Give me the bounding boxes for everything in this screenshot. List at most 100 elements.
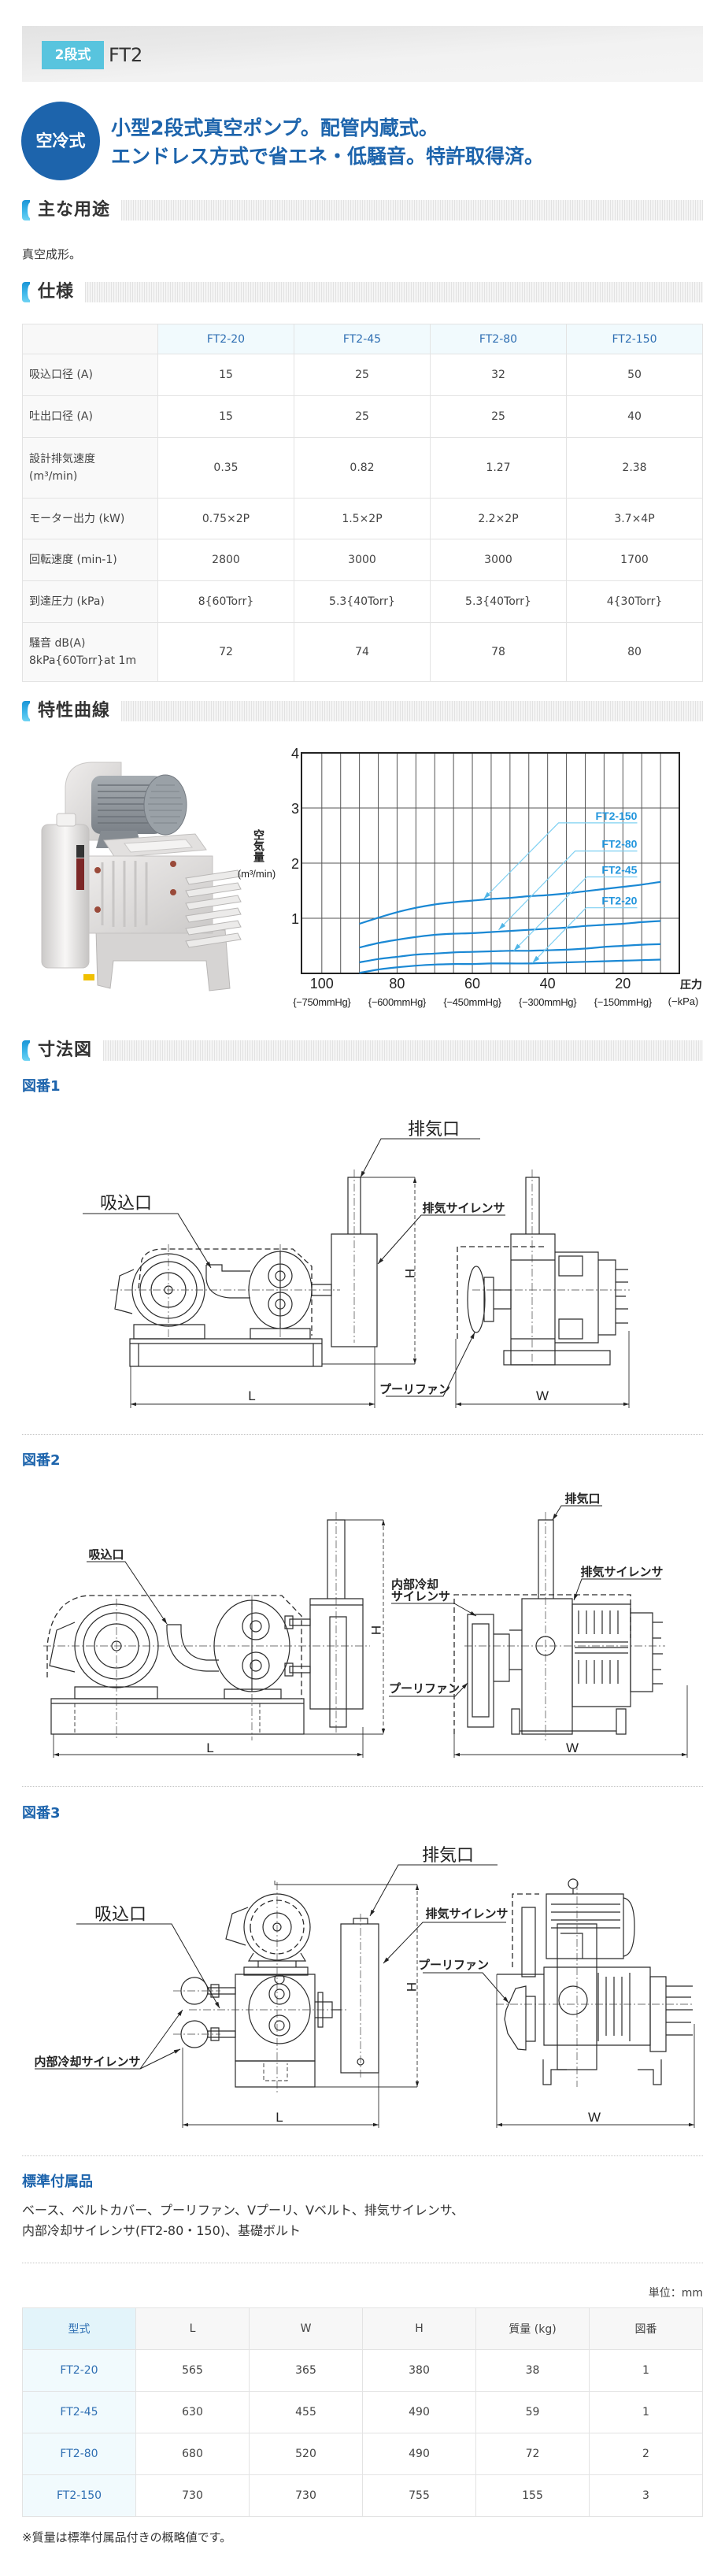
silencer-label-dark xyxy=(76,845,84,858)
spec-cell: 15 xyxy=(157,354,294,396)
dim-cell: 565 xyxy=(135,2349,250,2392)
spec-corner-cell xyxy=(22,324,158,354)
internal-silencer-label: 内部冷却サイレンサ xyxy=(34,2055,140,2069)
label-intake-port: 吸込口 xyxy=(76,1905,220,2009)
base-outline xyxy=(235,2060,316,2088)
product-title: FT2 xyxy=(109,44,143,66)
cover-outline xyxy=(453,1594,631,1734)
spec-cell: 32 xyxy=(430,354,567,396)
stage-badge: 2段式 xyxy=(42,41,104,69)
label-pulley-fan: プーリファン xyxy=(379,1332,475,1397)
dimension-w: W xyxy=(453,1685,688,1758)
label-pulley-fan: プーリファン xyxy=(389,1681,468,1697)
dimension-row: FT2-45 630 455 490 59 1 xyxy=(22,2391,703,2433)
accessories-heading: 標準付属品 xyxy=(22,2174,93,2190)
dim-cell: 455 xyxy=(249,2391,363,2433)
front-view xyxy=(496,1878,693,2087)
motor-outline xyxy=(546,1878,635,1959)
h-extension-lines xyxy=(304,1519,383,1735)
label-internal-silencer: 内部冷却 サイレンサ xyxy=(391,1577,477,1617)
accessories-list: ベース、ベルトカバー、プーリファン、Vプーリ、Vベルト、排気サイレンサ、 内部冷… xyxy=(22,2200,464,2241)
series-label: FT2-20 xyxy=(601,895,637,907)
series-leader-line xyxy=(532,907,638,964)
dim-label-h: H xyxy=(402,1269,417,1278)
dim-cell: 380 xyxy=(362,2349,476,2392)
spec-row-label: 騒音 dB(A)8kPa{60Torr}at 1m xyxy=(22,622,158,682)
pulley-fan xyxy=(467,1614,522,1728)
spec-cell: 2.38 xyxy=(566,437,703,499)
dim-model-cell: FT2-80 xyxy=(22,2433,136,2475)
spec-row-label: 回転速度 (min-1) xyxy=(22,539,158,581)
base-hidden-lines xyxy=(74,1703,261,1734)
spec-header-row: FT2-20 FT2-45 FT2-80 FT2-150 xyxy=(22,324,703,354)
motor-outline xyxy=(225,1893,311,1976)
y-tick-label: 2 xyxy=(291,856,299,872)
section-heading-curve: 特性曲線 xyxy=(22,701,703,721)
series-label: FT2-150 xyxy=(596,810,638,822)
performance-chart: 空気量 (m³/min) 圧力 (−kPa) FT2-150FT2-80FT2-… xyxy=(238,746,702,1008)
spec-cell: 72 xyxy=(157,622,294,682)
label-intake-port: 吸込口 xyxy=(83,1194,212,1269)
section-title: 寸法図 xyxy=(38,1040,93,1060)
spec-cell: 4{30Torr} xyxy=(566,580,703,623)
l-extension-lines xyxy=(182,2048,379,2128)
dim-cell: 680 xyxy=(135,2433,250,2475)
pulley-fan-label: プーリファン xyxy=(418,1958,489,1972)
top-frame-opening xyxy=(124,839,193,853)
side-view xyxy=(43,1512,370,1740)
spec-row: モーター出力 (kW) 0.75×2P 1.5×2P 2.2×2P 3.7×4P xyxy=(22,498,703,539)
x-axis-title: 圧力 xyxy=(680,978,702,991)
leader-line xyxy=(423,1972,509,2003)
spec-cell: 0.35 xyxy=(157,437,294,499)
dimension-row: FT2-80 680 520 490 72 2 xyxy=(22,2433,703,2475)
motor-fin-ring xyxy=(250,1900,305,1955)
dimension-w: W xyxy=(455,1331,630,1408)
silencer-label-red xyxy=(76,858,84,890)
label-pulley-fan: プーリファン xyxy=(418,1958,509,2003)
pump-body xyxy=(497,1923,651,2070)
dim-label-l: L xyxy=(248,1388,255,1403)
x-tick-label: 100 xyxy=(310,976,334,991)
dimension-drawing-2: H 吸込口 排気口 排気サイレンサ 内部冷却 サイレンサ プーリファン L xyxy=(43,1492,688,1758)
section-heading-spec: 仕様 xyxy=(22,282,703,302)
accessories-line-2: 内部冷却サイレンサ(FT2-80・150)、基礎ボルト xyxy=(22,2223,301,2238)
spec-cell: 74 xyxy=(294,622,431,682)
dim-cell: 490 xyxy=(362,2391,476,2433)
leader-line xyxy=(87,1561,168,1625)
leader-line xyxy=(360,1138,480,1178)
series-line-FT2-80 xyxy=(359,920,661,949)
dim-cell: 630 xyxy=(135,2391,250,2433)
separator xyxy=(22,1786,703,1787)
dimension-drawing-1: H 排気口 吸込口 排気サイレンサ プーリファン L W xyxy=(83,1120,630,1408)
heading-stripe xyxy=(85,282,703,302)
dimension-header-row: 型式 L W H 質量 (kg) 図番 xyxy=(22,2307,703,2350)
pump-casing xyxy=(248,1251,332,1340)
x-tick-label: 60 xyxy=(464,976,480,991)
dimension-row: FT2-150 730 730 755 155 3 xyxy=(22,2474,703,2517)
spec-cell: 1.27 xyxy=(430,437,567,499)
product-title-band: 2段式 FT2 xyxy=(22,26,703,82)
spec-row: 騒音 dB(A)8kPa{60Torr}at 1m 72 74 78 80 xyxy=(22,622,703,682)
label-exhaust-silencer: 排気サイレンサ xyxy=(573,1565,664,1601)
x-tick-sublabel: {−300mmHg} xyxy=(519,996,577,1008)
section-title: 特性曲線 xyxy=(38,701,111,721)
intake-port-label: 吸込口 xyxy=(100,1194,152,1214)
dim-cell: 1 xyxy=(589,2391,703,2433)
dimension-w: W xyxy=(496,1974,695,2128)
dim-label-w: W xyxy=(588,2110,601,2125)
spec-cell: 25 xyxy=(430,395,567,438)
spec-col-header: FT2-80 xyxy=(430,324,567,354)
feet xyxy=(542,2059,662,2085)
center-lines xyxy=(464,1512,665,1740)
dimension-l: L xyxy=(182,2048,379,2128)
pulley-fan xyxy=(467,1266,512,1333)
base-outline xyxy=(129,1338,323,1367)
leader-line xyxy=(83,1213,212,1269)
h-extension-lines xyxy=(322,1177,415,1365)
spec-cell: 2800 xyxy=(157,539,294,581)
separator xyxy=(22,2155,703,2156)
x-tick-label: 80 xyxy=(389,976,405,991)
dim-col-header: 図番 xyxy=(589,2307,703,2350)
